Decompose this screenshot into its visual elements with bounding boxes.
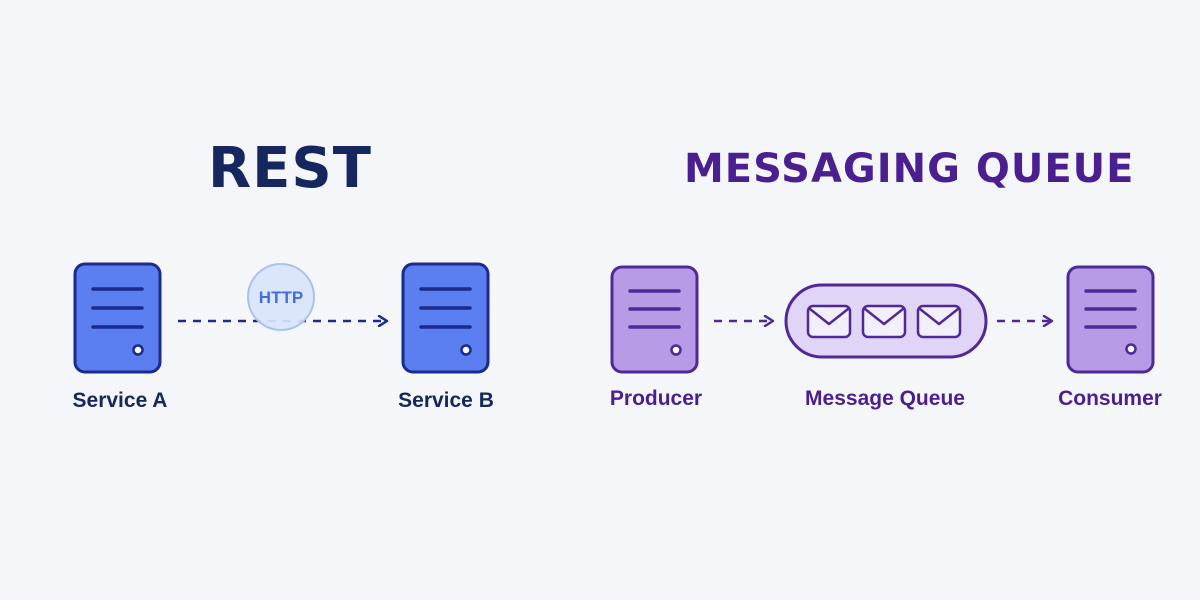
envelope-icon: [861, 304, 907, 339]
messaging-queue-title: MESSAGING QUEUE: [684, 146, 1135, 192]
service-a-label: Service A: [72, 389, 168, 412]
message-queue-container: [784, 283, 988, 359]
service-b-server-icon: [401, 262, 490, 374]
envelope-icon: [806, 304, 852, 339]
rest-title: REST: [208, 136, 372, 201]
producer-server-icon: [610, 265, 699, 374]
service-a-server-icon: [73, 262, 162, 374]
producer-label: Producer: [609, 387, 703, 410]
http-label: HTTP: [259, 288, 303, 307]
message-queue-label: Message Queue: [805, 387, 965, 410]
envelope-icon: [916, 304, 962, 339]
service-b-label: Service B: [398, 389, 494, 412]
consumer-server-icon: [1066, 265, 1155, 374]
http-badge: HTTP: [247, 263, 315, 331]
consumer-label: Consumer: [1058, 387, 1162, 410]
